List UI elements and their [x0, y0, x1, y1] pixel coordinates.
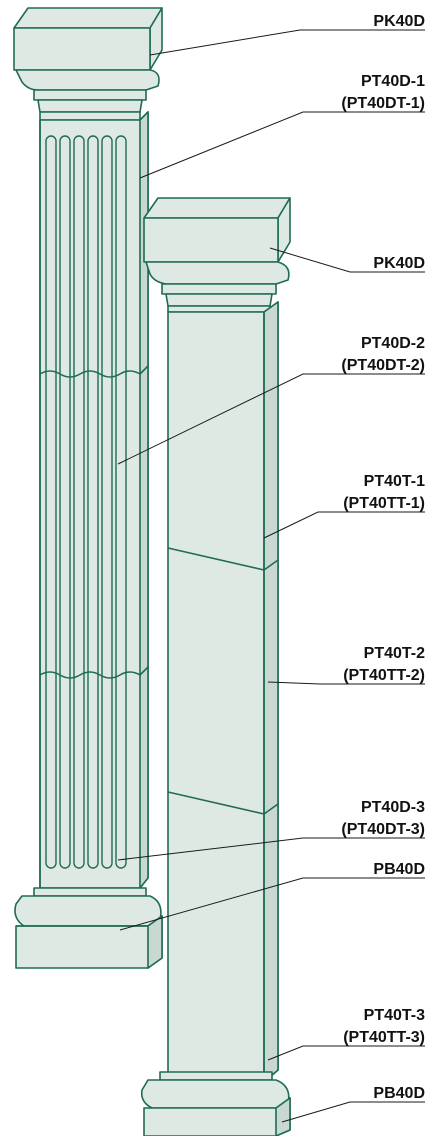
label-pt40tt-3: (PT40TT-3) [343, 1029, 425, 1046]
label-pt40tt-2: (PT40TT-2) [343, 667, 425, 684]
label-pt40d-1: PT40D-1 [361, 73, 425, 90]
leader-line [139, 111, 425, 179]
leader-line [281, 1101, 425, 1123]
label-pb40d-right: PB40D [373, 1085, 425, 1102]
label-pt40d-3: PT40D-3 [361, 799, 425, 816]
label-pt40dt-1: (PT40DT-1) [341, 95, 425, 112]
label-pt40d-2: PT40D-2 [361, 335, 425, 352]
label-pt40dt-3: (PT40DT-3) [341, 821, 425, 838]
part-labels: PK40D PT40D-1 (PT40DT-1) PK40D PT40D-2 (… [341, 13, 425, 1102]
left-capital-pk40d [13, 7, 163, 121]
label-pt40t-3: PT40T-3 [364, 1007, 425, 1024]
right-capital-pk40d [143, 197, 291, 313]
label-pt40t-2: PT40T-2 [364, 645, 425, 662]
leader-line [119, 877, 425, 931]
leader-line [267, 1045, 425, 1061]
leader-line [149, 29, 425, 56]
label-pt40dt-2: (PT40DT-2) [341, 357, 425, 374]
leader-line [269, 247, 425, 273]
leader-lines [117, 29, 425, 1123]
label-pb40d-left: PB40D [373, 861, 425, 878]
label-pt40t-1: PT40T-1 [364, 473, 425, 490]
left-shaft-flutes [45, 135, 127, 869]
right-base-pb40d [140, 1071, 291, 1137]
label-pk40d-right: PK40D [373, 255, 425, 272]
left-base-pb40d [14, 887, 163, 969]
leader-line [267, 681, 425, 685]
leader-line [263, 511, 425, 539]
label-pk40d-top: PK40D [373, 13, 425, 30]
leader-line [117, 837, 425, 861]
leader-line [117, 373, 425, 465]
label-pt40tt-1: (PT40TT-1) [343, 495, 425, 512]
right-shaft-pt40t [167, 301, 279, 1083]
